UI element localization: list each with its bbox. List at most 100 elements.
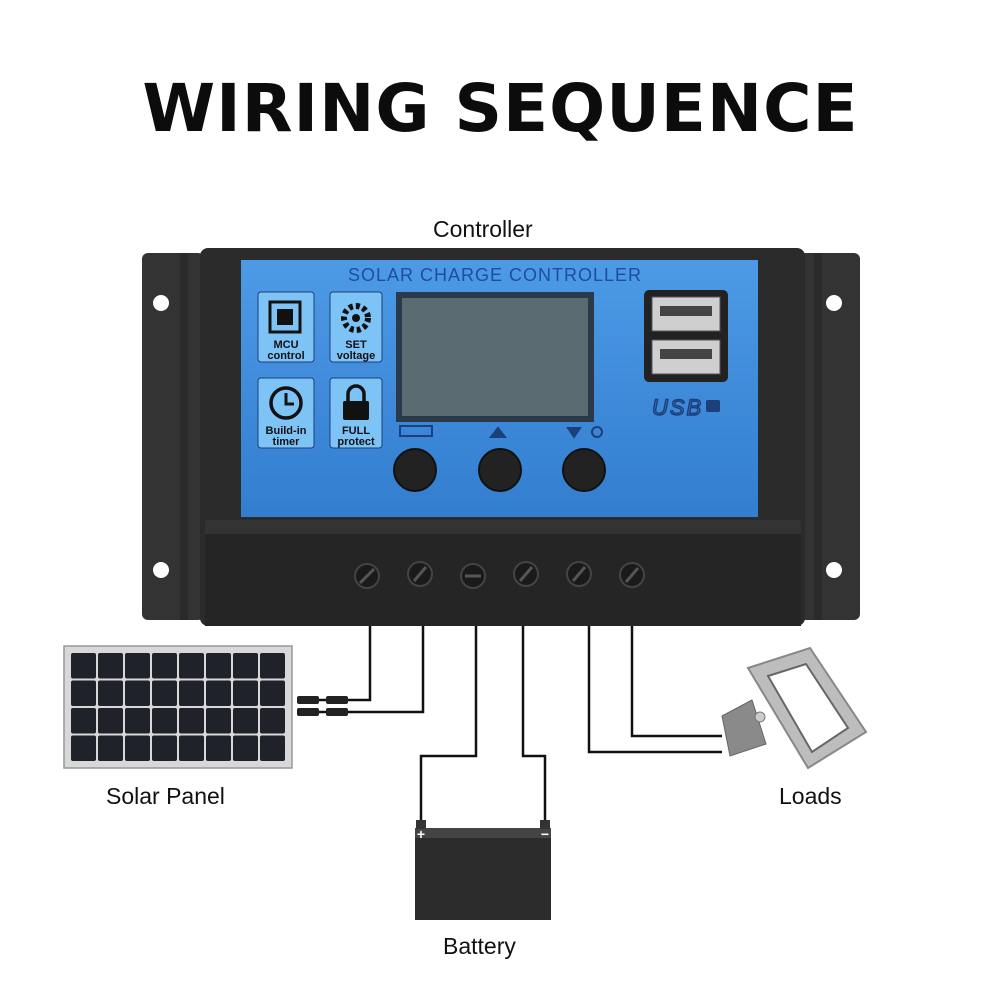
ear-rib	[180, 253, 188, 620]
page-title: WIRING SEQUENCE	[142, 70, 859, 147]
controller-heading: SOLAR CHARGE CONTROLLER	[348, 265, 642, 285]
battery: + −	[415, 820, 551, 920]
terminal-screws	[354, 561, 645, 589]
solar-cell	[152, 653, 177, 679]
bracket-bolt	[754, 711, 766, 723]
usb-label: USB	[652, 395, 703, 420]
solar-cell	[233, 680, 258, 706]
gear-icon	[341, 303, 371, 333]
terminal-screw	[354, 563, 380, 589]
menu-icon	[399, 425, 433, 437]
feature-tile-set-voltage: SET voltage	[329, 291, 383, 363]
ear-rib	[814, 253, 822, 620]
battery-label: Battery	[443, 933, 516, 959]
terminal-screw	[513, 561, 539, 587]
controller-housing	[200, 248, 805, 626]
battery-negative-sign: −	[541, 826, 549, 842]
feature-tile-mcu: MCU control	[257, 291, 315, 363]
down-button[interactable]	[562, 448, 606, 492]
solar-cell	[179, 653, 204, 679]
lcd-bezel	[396, 292, 594, 422]
wires	[297, 625, 722, 823]
solar-cell	[152, 708, 177, 734]
mount-hole	[153, 562, 169, 578]
terminal-lip	[205, 520, 801, 534]
face-shade	[241, 260, 758, 517]
solar-cell	[125, 680, 150, 706]
svg-text:voltage: voltage	[337, 350, 376, 362]
controller-label: Controller	[433, 216, 533, 242]
solar-cell	[98, 680, 123, 706]
feature-tile-protect: FULL protect	[329, 377, 383, 449]
load-wire-1	[587, 625, 722, 754]
solar-cell	[179, 680, 204, 706]
mc4-connector	[297, 696, 319, 704]
svg-text:MCU: MCU	[273, 339, 298, 351]
solar-cell	[71, 653, 96, 679]
down-arrow-icon	[566, 427, 582, 439]
light-lens	[766, 662, 850, 754]
flood-light	[721, 646, 868, 770]
battery-body	[415, 828, 551, 920]
charge-controller: SOLAR CHARGE CONTROLLER MCU control SET …	[142, 248, 860, 626]
light-bracket	[721, 699, 767, 757]
loads-label: Loads	[779, 783, 842, 809]
solar-cell	[98, 653, 123, 679]
lcd-screen	[402, 298, 588, 416]
load-wire-2	[630, 625, 722, 738]
usb-symbol-icon	[706, 400, 720, 412]
light-housing	[746, 646, 868, 770]
svg-text:timer: timer	[273, 436, 301, 448]
mc4-connector	[326, 708, 348, 716]
solar-cell	[152, 680, 177, 706]
up-button[interactable]	[478, 448, 522, 492]
button-icons	[399, 425, 603, 439]
solar-cells	[71, 653, 285, 761]
mc4-connector	[326, 696, 348, 704]
up-arrow-icon	[488, 426, 508, 438]
solar-cell	[152, 735, 177, 761]
terminal-block	[205, 520, 801, 626]
mount-hole	[153, 295, 169, 311]
solar-cell	[98, 708, 123, 734]
battery-lid	[415, 828, 551, 838]
load-icon	[591, 426, 603, 438]
svg-text:FULL: FULL	[342, 425, 370, 437]
solar-cell	[125, 708, 150, 734]
svg-text:protect: protect	[337, 436, 375, 448]
chip-icon	[268, 300, 302, 334]
usb-bezel	[644, 290, 728, 382]
solar-cell	[233, 735, 258, 761]
solar-cell	[125, 735, 150, 761]
solar-cell	[179, 735, 204, 761]
solar-cell	[98, 735, 123, 761]
mc4-connector	[297, 708, 319, 716]
solar-cell	[71, 680, 96, 706]
solar-cell	[206, 653, 231, 679]
terminal-screw	[566, 561, 592, 587]
battery-wire-negative	[521, 625, 547, 823]
left-mounting-ear	[142, 253, 204, 620]
solar-cell	[260, 653, 285, 679]
solar-cell	[233, 653, 258, 679]
usb-port	[651, 339, 721, 375]
solar-wire-1	[297, 625, 372, 702]
terminal-screw	[407, 561, 433, 587]
solar-cell	[260, 680, 285, 706]
battery-post-negative	[540, 820, 550, 829]
battery-post-positive	[416, 820, 426, 829]
usb-port	[651, 296, 721, 332]
svg-text:SET: SET	[345, 339, 367, 351]
solar-cell	[179, 708, 204, 734]
solar-cell	[206, 735, 231, 761]
controller-face	[241, 260, 758, 517]
lock-icon	[346, 384, 366, 402]
menu-button[interactable]	[393, 448, 437, 492]
battery-positive-sign: +	[417, 826, 425, 842]
solar-cell	[206, 708, 231, 734]
solar-cell	[125, 653, 150, 679]
mount-hole	[826, 562, 842, 578]
solar-cell	[260, 708, 285, 734]
